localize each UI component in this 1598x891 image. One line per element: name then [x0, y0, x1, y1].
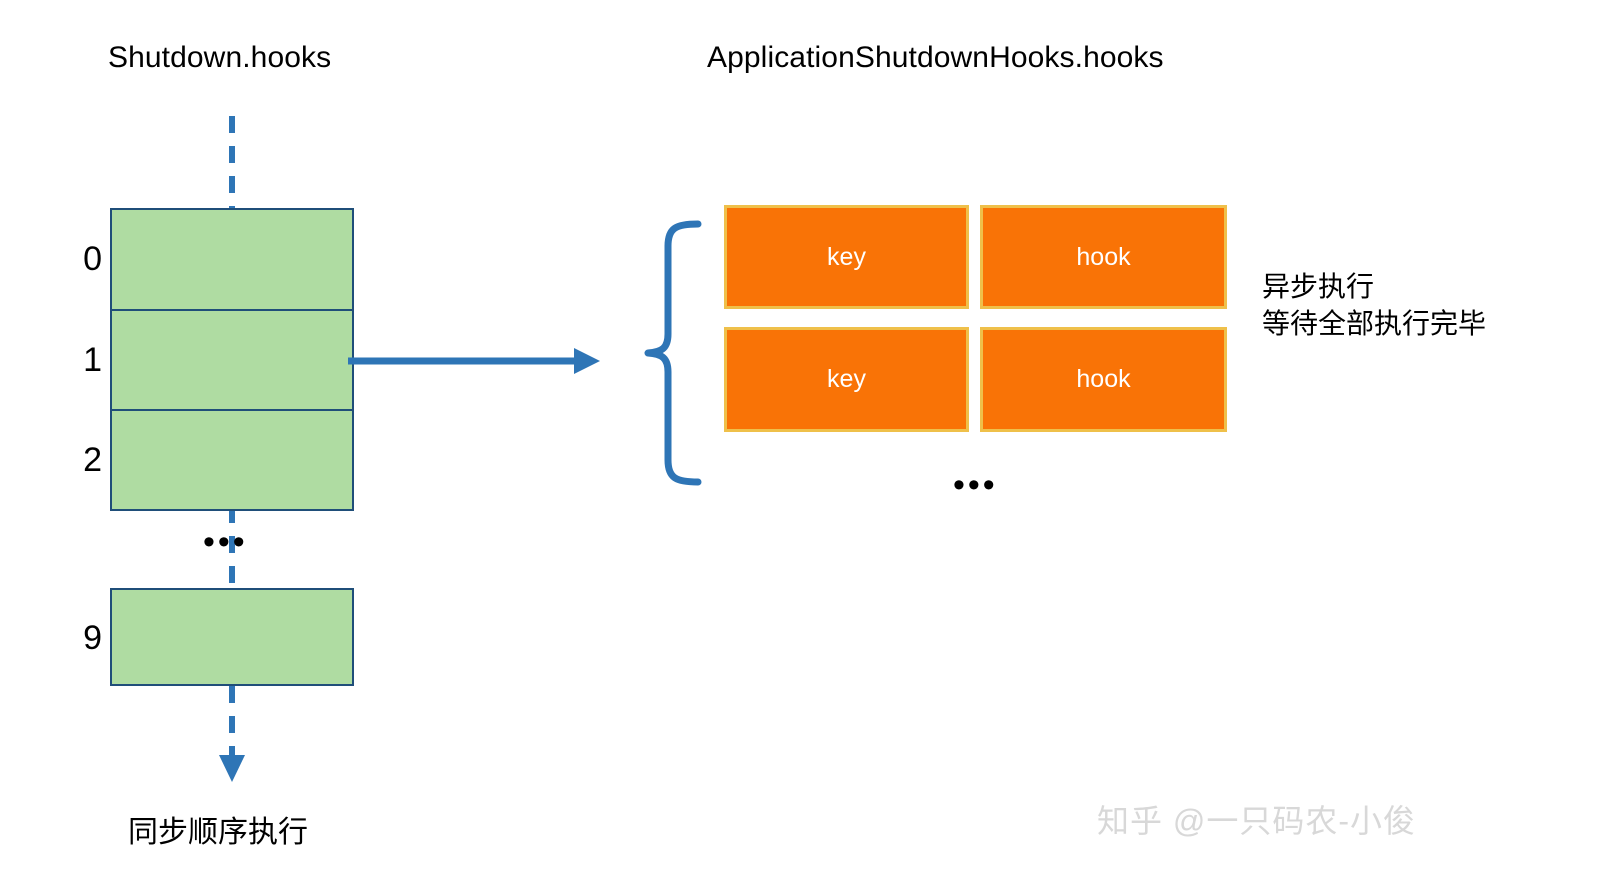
map-group-brace [644, 220, 702, 486]
map-entries-ellipsis: ••• [953, 466, 998, 504]
array-index-label-1: 1 [83, 341, 102, 379]
shutdown-hook-slot-2 [110, 410, 354, 511]
map-entry-hook-0: hook [980, 205, 1227, 309]
right-column-title: ApplicationShutdownHooks.hooks [707, 41, 1164, 74]
array-index-label-2: 2 [83, 441, 102, 479]
map-entry-key-1: key [724, 327, 969, 432]
left-column-title: Shutdown.hooks [108, 41, 332, 74]
shutdown-hook-slot-9 [110, 588, 354, 686]
sync-flow-dashed-arrow [219, 116, 245, 782]
shutdown-hook-slot-0 [110, 208, 354, 310]
shutdown-hook-slot-1 [110, 310, 354, 410]
async-execution-note: 异步执行 等待全部执行完毕 [1262, 271, 1487, 340]
watermark: 知乎 @一只码农-小俊 [1097, 803, 1417, 839]
sync-execution-note: 同步顺序执行 [128, 816, 308, 849]
slot-to-map-arrow [348, 348, 600, 374]
array-index-label-9: 9 [83, 619, 102, 657]
map-entry-hook-1: hook [980, 327, 1227, 432]
array-ellipsis: ••• [203, 523, 248, 561]
map-entry-key-0: key [724, 205, 969, 309]
array-index-label-0: 0 [83, 240, 102, 278]
